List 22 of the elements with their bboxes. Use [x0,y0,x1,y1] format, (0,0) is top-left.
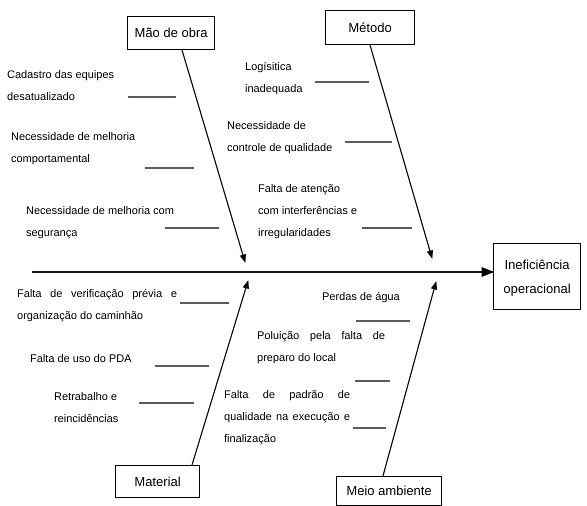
spine-arrow [32,266,494,278]
category-box: Ineficiência operacional [493,243,581,310]
cause-text: Logísitica inadequada [245,60,304,97]
category-box: Mão de obra [127,16,215,50]
cause-text: Cadastro das equipes desatualizado [7,68,116,105]
cause-text: Perdas de água [322,290,401,305]
cause-arrow [382,281,438,476]
cause-text: Poluição pela falta de preparo do local [257,329,385,366]
cause-text: Necessidade de melhoria comportamental [11,130,136,167]
category-box: Meio ambiente [336,476,442,506]
cause-text: Falta de uso do PDA [30,352,133,367]
cause-text: Falta de padrão de qualidade na execução e finalização [224,388,350,447]
cause-arrow [191,280,250,466]
category-box: Material [115,465,200,498]
cause-text: Necessidade de melhoria com segurança [26,204,175,241]
cause-text: Necessidade de controle de qualidade [227,119,334,156]
cause-text: Retrabalho e reincidências [54,390,120,427]
category-box: Método [325,10,415,45]
cause-arrow [369,44,434,259]
cause-arrow [181,50,246,263]
cause-text: Falta de atenção com interferências e irregularidades [258,182,358,241]
cause-text: Falta de verificação prévia e organização do caminhão [17,287,177,324]
